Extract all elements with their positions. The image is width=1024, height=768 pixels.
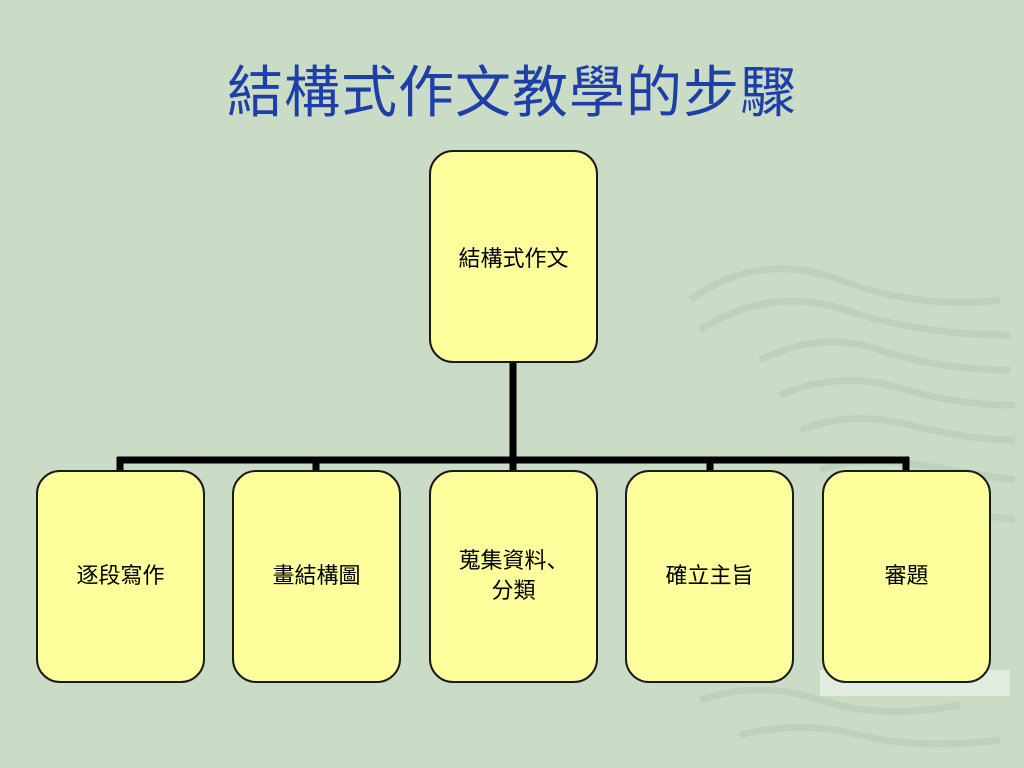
child-node-draw-structure[interactable]: 畫結構圖	[232, 470, 401, 683]
child-node-label: 審題	[884, 563, 929, 589]
child-node-label: 畫結構圖	[272, 563, 361, 589]
child-node-collect-materials[interactable]: 蒐集資料、 分類	[429, 470, 598, 683]
root-node[interactable]: 結構式作文	[429, 150, 598, 363]
child-node-label: 蒐集資料、 分類	[458, 548, 569, 604]
child-node-label: 逐段寫作	[76, 563, 165, 589]
child-node-examine-topic[interactable]: 審題	[822, 470, 991, 683]
child-node-label: 確立主旨	[665, 563, 754, 589]
slide-title: 結構式作文教學的步驟	[227, 61, 797, 126]
child-node-write-paragraphs[interactable]: 逐段寫作	[36, 470, 205, 683]
root-node-label: 結構式作文	[458, 247, 569, 272]
child-node-set-theme[interactable]: 確立主旨	[625, 470, 794, 683]
